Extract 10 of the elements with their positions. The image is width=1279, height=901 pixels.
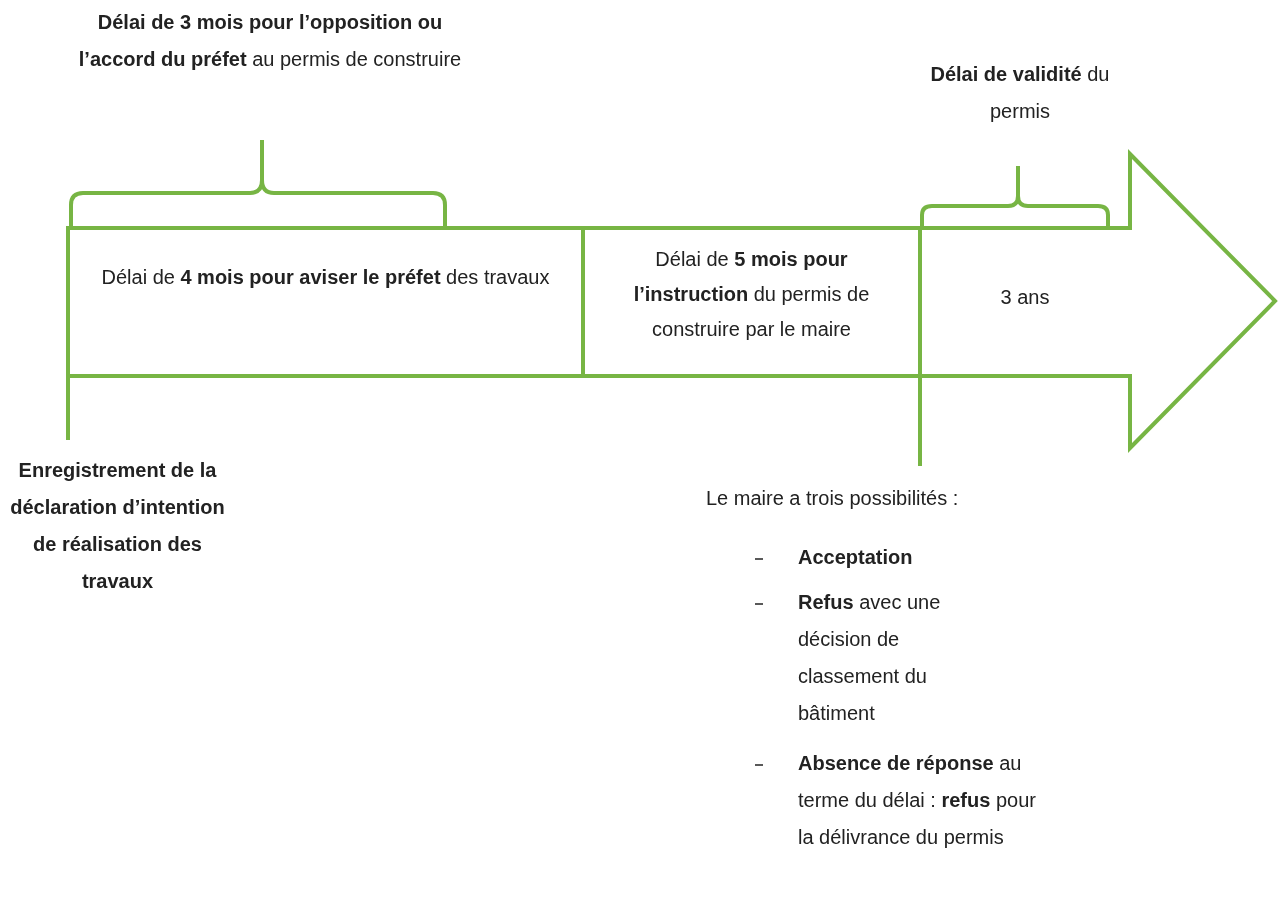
list-item: Refus avec une décision de classement du bâtiment <box>798 590 942 726</box>
list-item: Absence de réponse au terme du délai : refus pour la délivrance du permis <box>798 751 1037 850</box>
note-text: Le maire a trois possibilités : <box>706 486 960 511</box>
bracket-label: Délai de 3 mois pour l’opposition ou l’accord du préfet au permis de construire <box>77 10 463 72</box>
list-item: Acceptation <box>798 545 914 570</box>
segment-text: Délai de 4 mois pour aviser le préfet des travaux <box>101 265 550 290</box>
bracket-label: Délai de validité du permis <box>929 62 1111 124</box>
segment-text: Délai de 5 mois pour l’instruction du permis de construire par le maire <box>632 247 871 342</box>
segment-text: 3 ans <box>1000 285 1050 310</box>
start-label: Enregistrement de la déclaration d’intention de réalisation des travaux <box>9 458 226 594</box>
